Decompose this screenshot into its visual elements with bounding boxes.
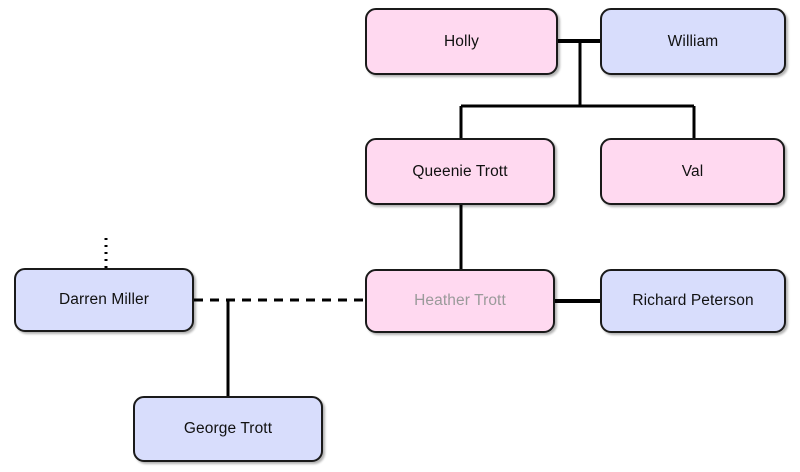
person-name-label: Queenie Trott — [412, 162, 508, 180]
person-name-label: Holly — [444, 32, 479, 50]
person-name-label: William — [667, 32, 719, 50]
person-node-heather[interactable]: Heather Trott — [365, 269, 555, 333]
person-node-val[interactable]: Val — [600, 138, 785, 205]
person-name-label: Richard Peterson — [632, 292, 754, 310]
person-node-richard[interactable]: Richard Peterson — [600, 269, 786, 333]
person-name-label: Heather Trott — [414, 292, 506, 310]
person-node-darren[interactable]: Darren Miller — [14, 268, 194, 332]
person-node-george[interactable]: George Trott — [133, 396, 323, 462]
person-node-queenie[interactable]: Queenie Trott — [365, 138, 555, 205]
person-node-william[interactable]: William — [600, 8, 786, 75]
person-name-label: George Trott — [183, 420, 273, 438]
person-name-label: Darren Miller — [58, 291, 149, 309]
person-node-holly[interactable]: Holly — [365, 8, 558, 75]
person-name-label: Val — [681, 162, 704, 180]
